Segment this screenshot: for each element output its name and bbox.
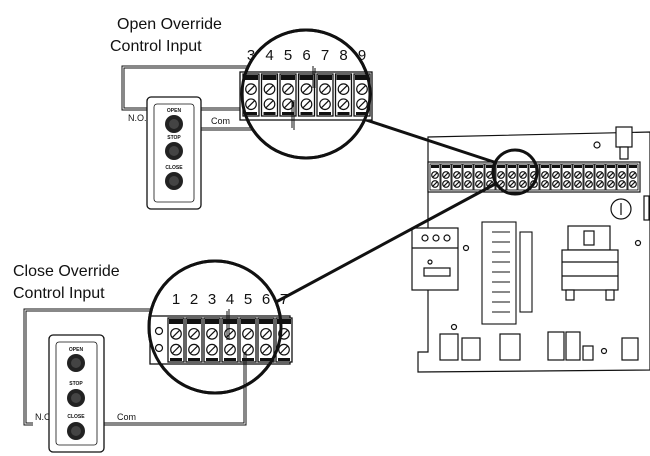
dip-switch-block: [481, 221, 533, 325]
close-override-label-line1: Close Override: [13, 263, 120, 280]
board-terminal: [627, 163, 639, 191]
top-terminal-3: [242, 73, 260, 117]
top-no-label: N.O.: [128, 113, 147, 123]
bottom-terminal-number-6: 6: [262, 291, 270, 308]
board-terminal: [572, 163, 584, 191]
board-terminal: [550, 163, 562, 191]
board-terminal: [539, 163, 551, 191]
top-terminal-4: [260, 73, 279, 117]
close-override-label-line2: Control Input: [13, 285, 105, 302]
top-terminal-number-8: 8: [339, 47, 347, 64]
open-override-label-line2: Control Input: [110, 38, 202, 55]
top-terminal-7: [316, 73, 334, 117]
relay-block: [411, 227, 459, 291]
board-terminal: [440, 163, 452, 191]
bottom-stop-label: STOP: [69, 381, 83, 387]
board-terminal-strip: [427, 161, 641, 193]
bottom-no-label: N.O.: [35, 412, 54, 422]
board-zoom-indicator: [262, 115, 539, 311]
board-terminal: [605, 163, 617, 191]
open-override-label-line1: Open Override: [117, 16, 222, 33]
board-terminal: [462, 163, 474, 191]
bottom-terminal-number-7: 7: [280, 291, 288, 308]
top-terminal-number-5: 5: [284, 47, 292, 64]
top-stop-label: STOP: [167, 135, 181, 141]
board-bottom-connectors: [439, 331, 639, 361]
bottom-terminal-3: [203, 317, 221, 363]
top-com-label: Com: [211, 116, 230, 126]
bottom-terminal-number-2: 2: [190, 291, 198, 308]
board-terminal: [484, 163, 496, 191]
board-terminal: [506, 163, 518, 191]
board-terminal: [517, 163, 529, 191]
control-station-top: OPEN STOP CLOSE: [146, 96, 202, 210]
bottom-open-label: OPEN: [69, 347, 84, 353]
top-terminal-number-9: 9: [358, 47, 366, 64]
control-station-bottom: OPEN STOP CLOSE: [48, 334, 105, 453]
top-terminal-number-4: 4: [265, 47, 273, 64]
bottom-terminal-number-3: 3: [208, 291, 216, 308]
bottom-terminal-4: [221, 317, 239, 363]
transformer: [561, 225, 619, 301]
board-terminal: [451, 163, 463, 191]
bottom-com-label: Com: [117, 412, 136, 422]
bottom-terminal-2: [185, 317, 203, 363]
close-override-callout: Close Override Control Input N.O. Com OP…: [13, 259, 293, 453]
board-terminal: [583, 163, 595, 191]
bottom-terminal-number-5: 5: [244, 291, 252, 308]
board-terminal: [561, 163, 573, 191]
bottom-terminal-number-4: 4: [226, 291, 234, 308]
top-terminal-number-7: 7: [321, 47, 329, 64]
top-terminal-number-6: 6: [302, 47, 310, 64]
top-terminal-number-3: 3: [247, 47, 255, 64]
top-terminal-6: [297, 73, 316, 117]
bottom-close-label: CLOSE: [67, 414, 85, 420]
open-override-callout: Open Override Control Input N.O. Com OPE…: [110, 16, 373, 210]
top-open-label: OPEN: [167, 108, 182, 114]
board-terminal: [473, 163, 485, 191]
bottom-terminal-number-1: 1: [172, 291, 180, 308]
board-terminal: [429, 163, 441, 191]
top-close-label: CLOSE: [165, 165, 183, 171]
board-terminal: [616, 163, 628, 191]
top-terminal-8: [334, 73, 353, 117]
bottom-terminal-1: [167, 317, 185, 363]
bottom-terminal-5: [239, 317, 257, 363]
board-terminal: [594, 163, 606, 191]
bottom-terminal-6: [257, 317, 275, 363]
